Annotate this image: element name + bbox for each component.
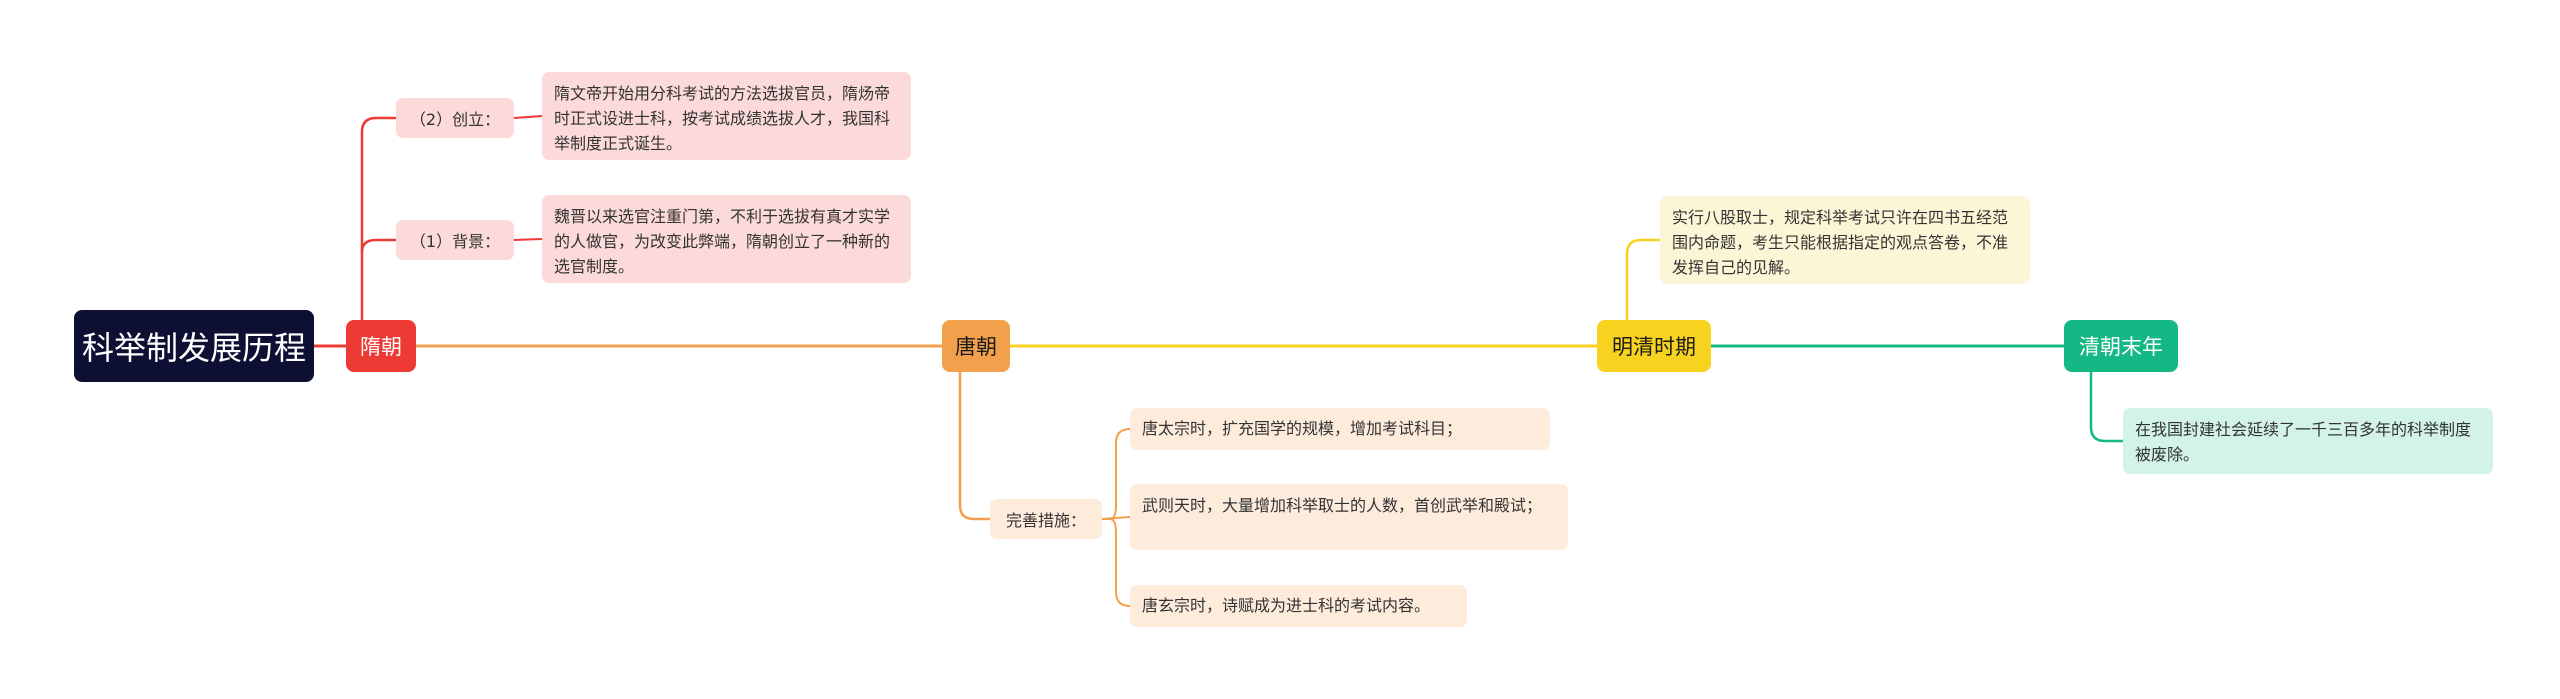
topic-tang-measures[interactable]: 完善措施： [990, 499, 1102, 539]
content-qing-end[interactable]: 在我国封建社会延续了一千三百多年的科举制度被废除。 [2123, 408, 2493, 474]
topic-sui-chuangli[interactable]: （2）创立： [396, 98, 514, 138]
edge-qingend-content [2089, 372, 2123, 443]
era-node-qing-end[interactable]: 清朝末年 [2064, 320, 2178, 372]
era-node-sui[interactable]: 隋朝 [346, 320, 416, 372]
edge-chuangli-content [513, 115, 543, 119]
edge-wanshan-measure2 [1101, 516, 1131, 520]
edge-mingqing-content [1625, 238, 1660, 320]
edge-beijing-content [513, 238, 543, 241]
topic-sui-beijing[interactable]: （1）背景： [396, 220, 514, 260]
content-sui-chuangli[interactable]: 隋文帝开始用分科考试的方法选拔官员，隋炀帝时正式设进士科，按考试成绩选拔人才，我… [542, 72, 911, 160]
era-node-ming-qing[interactable]: 明清时期 [1597, 320, 1711, 372]
edge-sui-beijing [360, 238, 396, 253]
content-tang-measure-2[interactable]: 武则天时，大量增加科举取士的人数，首创武举和殿试； [1130, 484, 1568, 550]
content-tang-measure-1[interactable]: 唐太宗时，扩充国学的规模，增加考试科目； [1130, 408, 1550, 450]
edge-wanshan-measure3 [1109, 518, 1131, 607]
edge-tang-wanshan [958, 372, 990, 521]
era-node-tang[interactable]: 唐朝 [942, 320, 1010, 372]
content-ming-qing[interactable]: 实行八股取士，规定科举考试只许在四书五经范围内命题，考生只能根据指定的观点答卷，… [1660, 196, 2030, 284]
root-topic[interactable]: 科举制发展历程 [74, 310, 314, 382]
edge-wanshan-measure1 [1102, 428, 1131, 520]
edge-sui-chuangli [360, 116, 396, 320]
content-tang-measure-3[interactable]: 唐玄宗时，诗赋成为进士科的考试内容。 [1130, 585, 1467, 627]
content-sui-beijing[interactable]: 魏晋以来选官注重门第，不利于选拔有真才实学的人做官，为改变此弊端，隋朝创立了一种… [542, 195, 911, 283]
